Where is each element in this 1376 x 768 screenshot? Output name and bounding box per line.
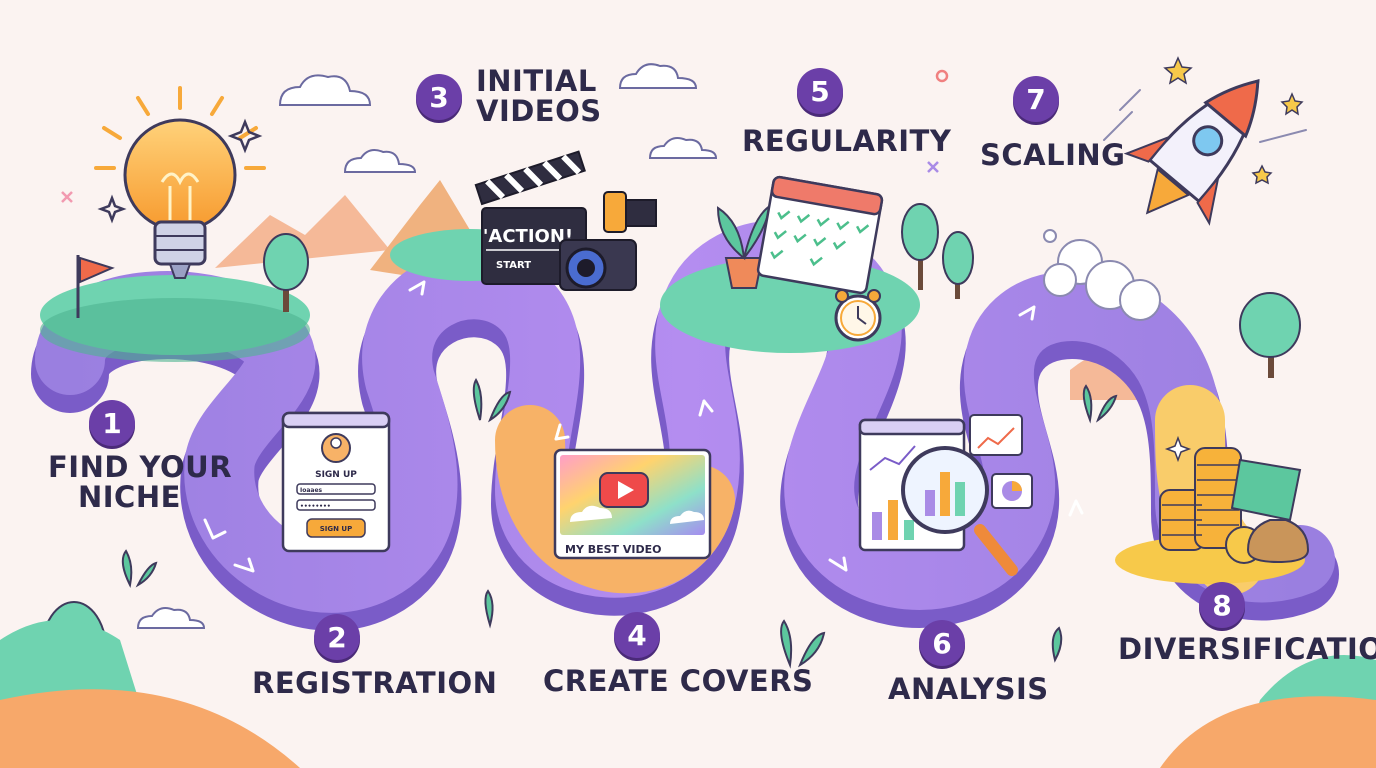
step-4-badge: 4: [614, 612, 660, 658]
step-3-badge: 3: [416, 74, 462, 120]
step-3-label-line2: VIDEOS: [476, 94, 602, 128]
step-4-label-line1: CREATE COVERS: [543, 664, 814, 698]
rocket-icon: [1043, 56, 1307, 321]
signup-password-field: ••••••••: [300, 503, 331, 510]
step-2-label: REGISTRATION: [252, 668, 497, 698]
plant-icons: [121, 378, 1118, 669]
calendar-icon: [756, 175, 884, 295]
step-5-label-line1: REGULARITY: [742, 124, 952, 158]
step-3-label: INITIAL VIDEOS: [476, 66, 602, 126]
alarm-clock-icon: [834, 289, 882, 342]
signup-username-field: Ioaaes: [300, 487, 323, 494]
winding-road: [35, 220, 1335, 613]
step-1-label-line1: FIND YOUR: [48, 450, 233, 484]
step-6-badge: 6: [919, 620, 965, 666]
step-8-label: DIVERSIFICATION: [1118, 634, 1376, 664]
sparkle-icons: [61, 69, 949, 224]
camera-icon: [559, 191, 657, 291]
clouds: [136, 63, 718, 629]
step-1-label-line2: NICHE: [78, 480, 181, 514]
clapperboard-start-text: START: [496, 260, 531, 271]
step-7-badge: 7: [1013, 76, 1059, 122]
step-4-label: CREATE COVERS: [543, 666, 813, 696]
hills-bottom: [0, 620, 1376, 768]
step-8-label-line1: DIVERSIFICATION: [1118, 632, 1376, 666]
step-5-badge: 5: [797, 68, 843, 114]
potted-plant-icon: [716, 203, 772, 289]
signup-card: [281, 411, 391, 553]
step-3-label-line1: INITIAL: [476, 64, 597, 98]
step-5-label: REGULARITY: [742, 126, 951, 156]
money-icon: [1115, 435, 1310, 584]
step-6-label: ANALYSIS: [888, 674, 1049, 704]
video-card-caption: MY BEST VIDEO: [565, 543, 662, 556]
step-2-label-line1: REGISTRATION: [252, 666, 498, 700]
step-1-label: FIND YOUR NICHE: [48, 452, 232, 512]
flag-icon: [76, 255, 115, 318]
step-8-badge: 8: [1199, 582, 1245, 628]
step-7-label-line1: SCALING: [980, 138, 1126, 172]
signup-button: SIGN UP: [320, 525, 353, 533]
step-7-label: SCALING: [980, 140, 1125, 170]
road-arrows: [203, 280, 1084, 573]
video-card: [553, 448, 712, 560]
light-bulb-icon: [94, 86, 266, 279]
step-1-badge: 1: [89, 400, 135, 446]
magnifier-icon: [901, 446, 1018, 576]
step-2-badge: 2: [314, 614, 360, 660]
clapperboard-action-text: 'ACTION!: [483, 226, 573, 247]
signup-title: SIGN UP: [315, 470, 357, 480]
step-6-label-line1: ANALYSIS: [888, 672, 1049, 706]
